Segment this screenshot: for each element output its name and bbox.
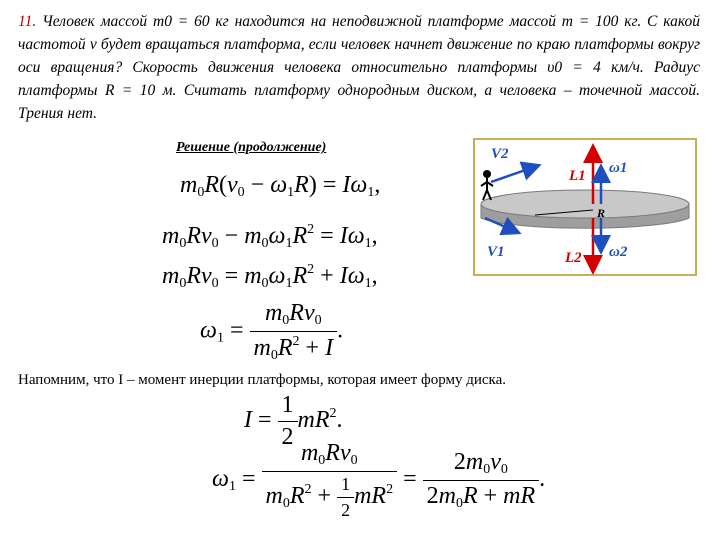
radius-line — [534, 209, 594, 216]
label-w2: ω2 — [609, 244, 628, 260]
label-v1: V1 — [487, 244, 505, 260]
problem-number: 11. — [18, 13, 37, 30]
person-body — [480, 178, 494, 201]
equation-2: m0Rv0 − m0ω1R2 = Iω1, — [162, 222, 378, 251]
platform-disk — [480, 189, 690, 219]
solution-heading: Решение (продолжение) — [176, 140, 327, 155]
note-text: Напомним, что I – момент инерции платфор… — [18, 372, 507, 388]
platform-figure: V2 V1 L1 L2 ω1 ω2 R — [473, 138, 697, 276]
label-v2: V2 — [491, 146, 509, 162]
label-w1: ω1 — [609, 160, 627, 176]
label-l2: L2 — [564, 250, 582, 266]
label-l1: L1 — [568, 168, 586, 184]
person-head — [483, 170, 491, 178]
problem-text: Человек массой m0 = 60 кг находится на н… — [18, 13, 700, 122]
problem-statement: 11. Человек массой m0 = 60 кг находится … — [18, 10, 700, 125]
platform-diagram: V2 V1 L1 L2 ω1 ω2 R — [473, 138, 697, 276]
v2-vector — [490, 161, 542, 184]
equation-1: m0R(v0 − ω1R) = Iω1, — [180, 172, 381, 200]
equation-3: m0Rv0 = m0ω1R2 + Iω1, — [162, 262, 378, 291]
label-r: R — [596, 206, 605, 220]
v1-vector — [484, 216, 522, 236]
